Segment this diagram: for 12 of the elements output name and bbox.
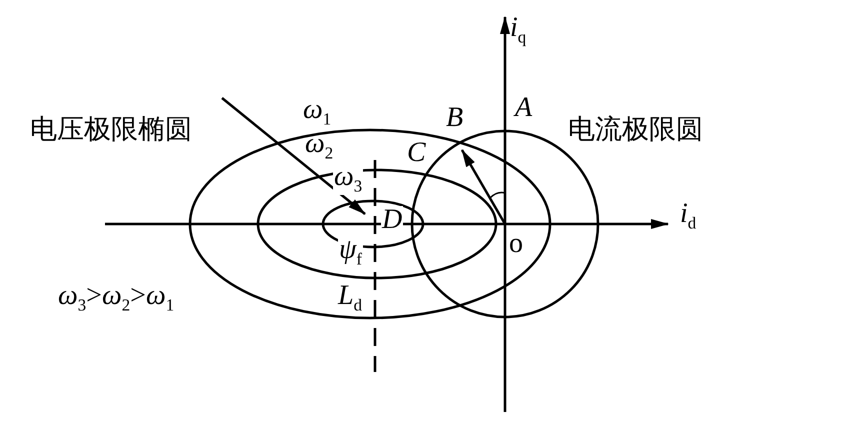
curve-label: 电流极限圆 [568, 116, 703, 143]
speed-label: ω$_{1}$ [303, 96, 332, 128]
axis-label: i$_{d}$ [680, 200, 696, 232]
point-label: A [515, 94, 532, 122]
inductance-label: L$_{d}$ [338, 282, 362, 314]
origin-label: o [509, 230, 523, 258]
point-label: B [446, 104, 464, 132]
speed-relation-text: ω$_{3}$>ω$_{2}$>ω$_{1}$ [58, 282, 174, 314]
speed-label: ω$_{2}$ [305, 130, 334, 162]
curve-label: 电压极限椭圆 [30, 116, 192, 143]
axis-label: i$_{q}$ [510, 14, 526, 46]
point-label: C [407, 139, 426, 167]
